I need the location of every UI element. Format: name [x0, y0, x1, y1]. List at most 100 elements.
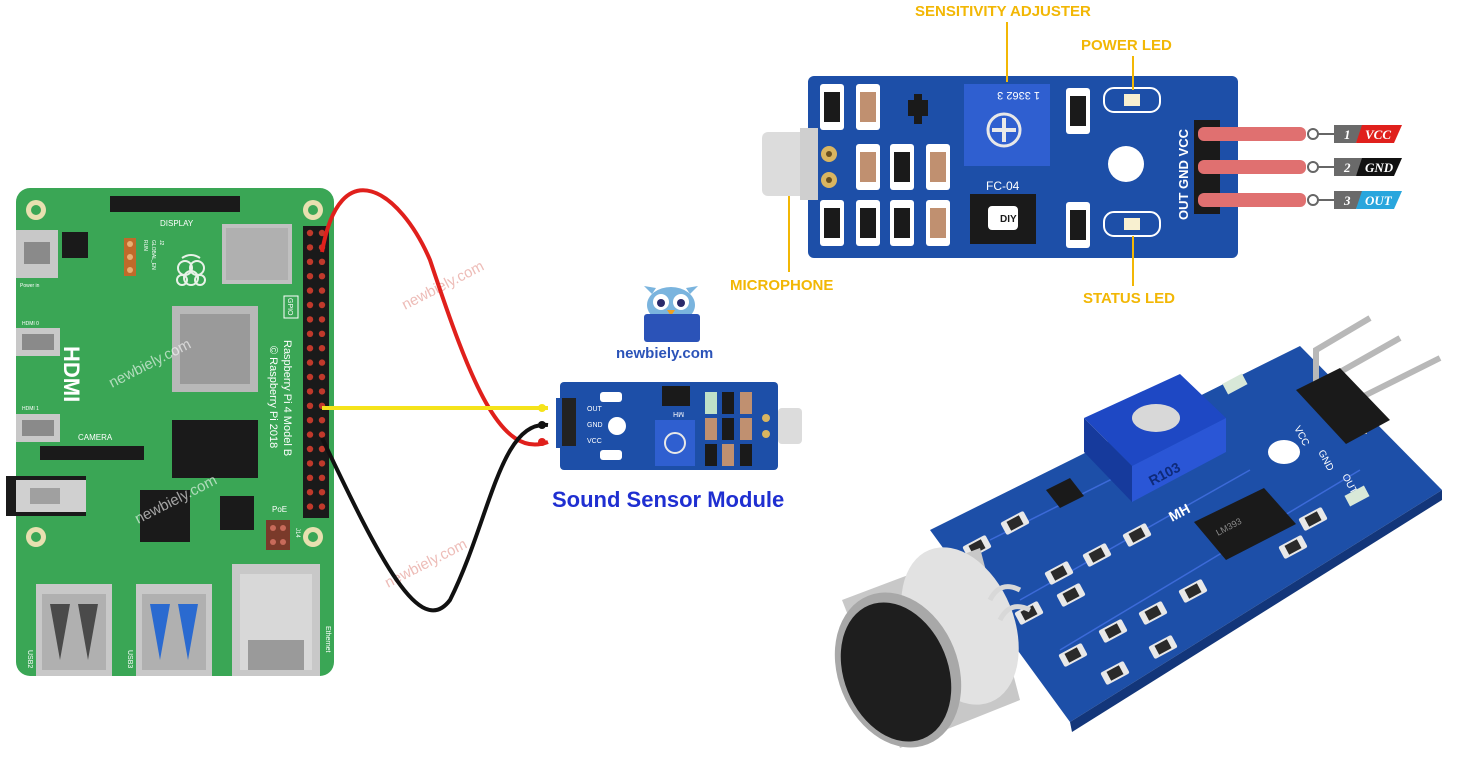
display-label: DISPLAY: [160, 219, 194, 228]
header-label: OUT GND VCC: [1176, 128, 1191, 220]
pin-gnd-label: GND: [587, 422, 603, 429]
pin-label: OUT: [1365, 193, 1393, 208]
sound-sensor-module-large: 1 3362 3 FC-04 DIY OUT GND VCC: [762, 76, 1238, 258]
gpio-pin: [306, 330, 314, 337]
gpio-label: GPIO: [286, 298, 293, 316]
photo-smd-component-body: [1050, 565, 1068, 581]
smd-component-body: [930, 152, 946, 182]
gpio-pin: [318, 229, 326, 237]
gpio-pin: [318, 273, 326, 280]
photo-smd-component-body: [1106, 665, 1124, 681]
watermark: newbiely.com: [399, 258, 487, 314]
gpio-pin: [306, 373, 314, 381]
photo-smd-component-body: [1284, 539, 1302, 555]
gpio-header: [303, 226, 329, 518]
gpio-pin: [306, 244, 314, 251]
pin-number: 2: [1343, 160, 1351, 175]
ethernet-label: Ethernet: [324, 626, 331, 653]
photo-smd-component-body: [1064, 647, 1082, 663]
gpio-pin: [318, 359, 326, 366]
hdmi1-label: HDMI 1: [22, 406, 39, 412]
smd-component-body: [860, 152, 876, 182]
pin-label-tag: [1356, 158, 1402, 176]
ethernet-port: [232, 564, 320, 676]
gpio-pin: [306, 359, 314, 366]
photo-smd-component-body: [1006, 515, 1024, 531]
pot-label: 1 3362 3: [997, 89, 1040, 101]
annotations: SENSITIVITY ADJUSTER POWER LED MICROPHON…: [730, 3, 1175, 307]
newbiely-logo: newbiely.com: [616, 286, 713, 362]
header-pin: [1198, 160, 1306, 174]
gpio-pin: [306, 301, 314, 309]
photo-smd-components: [962, 507, 1328, 685]
smd-component-body: [930, 208, 946, 238]
raspberry-pi-board: DISPLAY Power in RUN GLOBAL_EN J2 HDM: [6, 188, 334, 676]
diagram-title: Sound Sensor Module: [552, 487, 784, 512]
gpio-pin: [306, 402, 314, 409]
smd-component-body: [824, 208, 840, 238]
pin-label-tag: [1356, 191, 1402, 209]
microphone-label: MICROPHONE: [730, 277, 833, 294]
global-en-label: GLOBAL_EN: [150, 240, 156, 270]
gpio-pin: [318, 258, 326, 265]
logo-text: newbiely.com: [616, 345, 713, 362]
usb3-label: USB3: [126, 650, 133, 668]
run-label: RUN: [142, 240, 148, 251]
gpio-pin: [318, 316, 326, 323]
gpio-pin: [318, 489, 326, 496]
gpio-pin: [306, 503, 314, 510]
j2-label: J2: [158, 240, 164, 246]
gpio-pin: [306, 345, 314, 352]
mh-label: MH: [673, 410, 684, 417]
gnd-wire: [320, 422, 549, 613]
model-label: Raspberry Pi 4 Model B: [281, 340, 293, 456]
photo-smd-component-body: [1184, 583, 1202, 599]
sound-sensor-photo: R103 MH LM393 VCC GND OUT: [834, 315, 1442, 748]
gpio-pin: [306, 445, 314, 453]
pin-number-tag: [1334, 158, 1364, 176]
smd-component-body: [860, 92, 876, 122]
raspberry-pi-logo-icon: [176, 254, 206, 286]
copyright-label: © Raspberry Pi 2018: [267, 346, 279, 448]
gpio-pin: [306, 316, 314, 323]
wires: [320, 188, 549, 613]
gpio-pin: [306, 417, 314, 424]
header-pin: [1198, 193, 1306, 207]
gpio-pin: [318, 345, 326, 352]
power-in-label: Power in: [20, 283, 40, 289]
hdmi-label: HDMI: [59, 346, 84, 402]
usb2-label: USB2: [26, 650, 33, 668]
gpio-pin: [318, 388, 326, 395]
gpio-pin: [318, 330, 326, 337]
usb2-port: [36, 584, 112, 676]
gpio-pin: [318, 445, 326, 453]
pin-out-label: OUT: [587, 406, 603, 413]
header-pin: [1198, 127, 1306, 141]
smd-component-body: [1070, 96, 1086, 126]
photo-smd-component-body: [1154, 639, 1172, 655]
pin-vcc-label: VCC: [587, 438, 602, 445]
gpio-pin: [306, 460, 314, 467]
gpio-header-body: [303, 226, 329, 518]
brand-logo: DIY: [1000, 214, 1017, 225]
smd-component-body: [824, 92, 840, 122]
pin-connector-icon: [1307, 161, 1319, 173]
photo-smd-component-body: [1304, 511, 1322, 527]
smd-components: [820, 84, 1090, 248]
gpio-pin: [318, 301, 326, 309]
gpio-pin: [318, 287, 326, 294]
gpio-pin: [306, 388, 314, 395]
gpio-pin: [306, 229, 314, 237]
photo-smd-component-body: [1088, 547, 1106, 563]
smd-component-body: [894, 208, 910, 238]
pin-number-tag: [1334, 125, 1364, 143]
gpio-pin: [318, 474, 326, 481]
status-led-label: STATUS LED: [1083, 290, 1175, 307]
smd-component-body: [894, 152, 910, 182]
pin-number-tag: [1334, 191, 1364, 209]
photo-smd-component-body: [1144, 605, 1162, 621]
usb3-port: [136, 584, 212, 676]
gpio-pin: [306, 258, 314, 265]
smd-component-body: [860, 208, 876, 238]
